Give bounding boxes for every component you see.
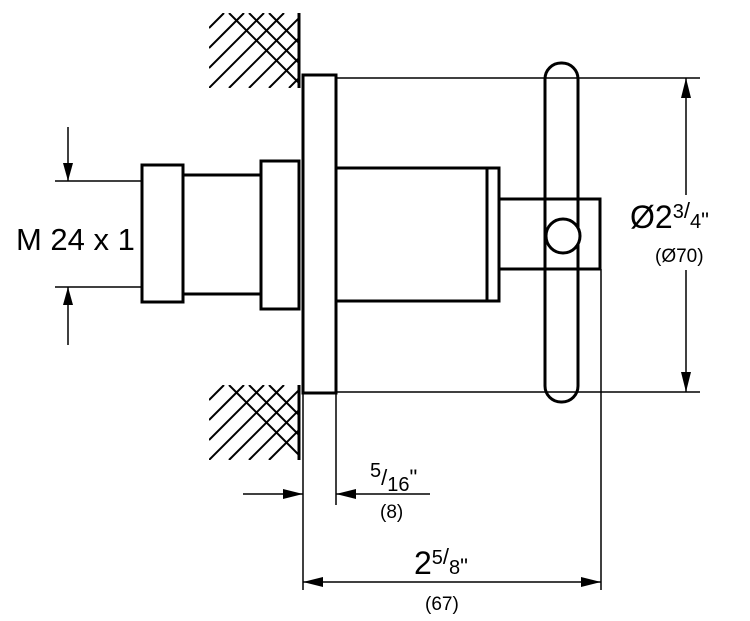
depth-label: 25/8" bbox=[414, 544, 468, 581]
handle-hub bbox=[544, 217, 582, 255]
flange-dimension bbox=[243, 393, 430, 590]
spindle-stem bbox=[497, 197, 602, 271]
wall-hatch-top bbox=[209, 13, 299, 88]
thread-label: M 24 x 1 bbox=[16, 222, 135, 257]
depth-dimension bbox=[303, 269, 602, 590]
wall-hatch-bottom bbox=[209, 385, 299, 460]
flange bbox=[301, 73, 338, 395]
rear-collar bbox=[259, 159, 301, 311]
flange-metric-label: (8) bbox=[380, 502, 403, 523]
valve-body bbox=[140, 61, 602, 404]
flange-label: 5/16" bbox=[370, 460, 417, 496]
spindle-housing bbox=[334, 166, 501, 303]
thread-dimension bbox=[55, 127, 142, 345]
diameter-metric-label: (Ø70) bbox=[655, 246, 704, 267]
depth-metric-label: (67) bbox=[425, 594, 459, 615]
thread-nut bbox=[140, 163, 185, 304]
diameter-label: Ø23/4" bbox=[630, 198, 709, 235]
